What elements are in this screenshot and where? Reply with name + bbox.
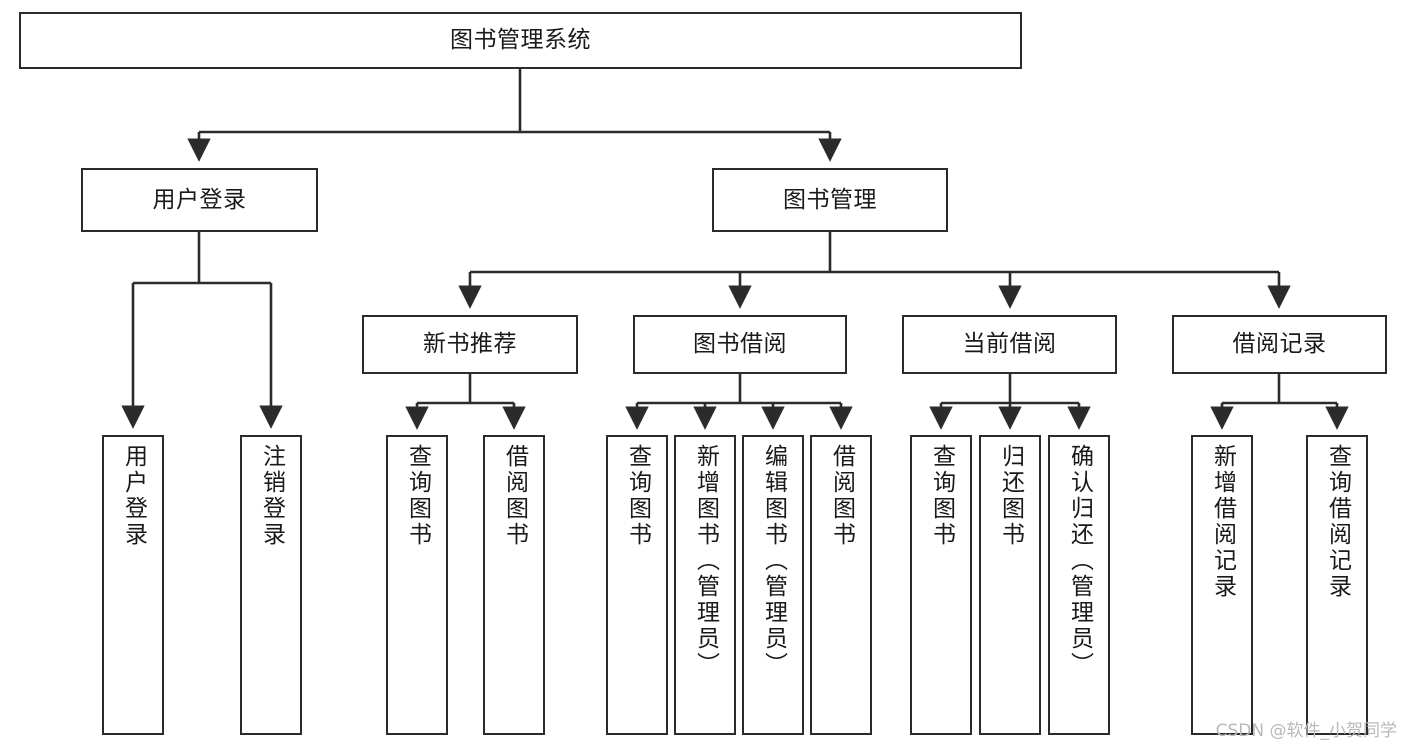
leaf-label: 新增图书（管理员） (692, 444, 719, 678)
leaf-label: 新增借阅记录 (1209, 444, 1236, 600)
node-new-book-recommend[interactable]: 新书推荐 (362, 315, 578, 374)
node-borrow-records[interactable]: 借阅记录 (1172, 315, 1387, 374)
leaf-user-login-signin[interactable]: 用户登录 (102, 435, 164, 735)
leaf-label: 查询借阅记录 (1324, 444, 1351, 600)
node-current-borrow[interactable]: 当前借阅 (902, 315, 1117, 374)
leaf-records-query[interactable]: 查询借阅记录 (1306, 435, 1368, 735)
leaf-label: 借阅图书 (501, 444, 528, 548)
leaf-label: 归还图书 (997, 444, 1024, 548)
leaf-borrow-add-book[interactable]: 新增图书（管理员） (674, 435, 736, 735)
leaf-label: 用户登录 (120, 444, 147, 548)
leaf-label: 查询图书 (928, 444, 955, 548)
node-book-management-label: 图书管理 (783, 186, 877, 213)
leaf-borrow-edit-book[interactable]: 编辑图书（管理员） (742, 435, 804, 735)
leaf-borrow-query-book[interactable]: 查询图书 (606, 435, 668, 735)
leaf-user-login-signout[interactable]: 注销登录 (240, 435, 302, 735)
leaf-borrow-borrow-book[interactable]: 借阅图书 (810, 435, 872, 735)
leaf-label: 确认归还（管理员） (1066, 444, 1093, 678)
leaf-current-confirm-return[interactable]: 确认归还（管理员） (1048, 435, 1110, 735)
leaf-new-books-query[interactable]: 查询图书 (386, 435, 448, 735)
leaf-label: 注销登录 (258, 444, 285, 548)
node-root-label: 图书管理系统 (450, 27, 591, 54)
leaf-new-books-borrow[interactable]: 借阅图书 (483, 435, 545, 735)
leaf-current-return-book[interactable]: 归还图书 (979, 435, 1041, 735)
node-current-borrow-label: 当前借阅 (962, 331, 1057, 358)
leaf-label: 编辑图书（管理员） (760, 444, 787, 678)
leaf-label: 查询图书 (404, 444, 431, 548)
node-user-login[interactable]: 用户登录 (81, 168, 318, 232)
leaf-current-query-book[interactable]: 查询图书 (910, 435, 972, 735)
node-user-login-label: 用户登录 (152, 186, 247, 213)
watermark: CSDN @软件_小贺同学 (1215, 721, 1397, 741)
node-new-book-recommend-label: 新书推荐 (423, 331, 517, 358)
node-book-borrow[interactable]: 图书借阅 (633, 315, 847, 374)
node-borrow-records-label: 借阅记录 (1232, 331, 1327, 358)
node-book-borrow-label: 图书借阅 (693, 331, 787, 358)
node-book-management[interactable]: 图书管理 (712, 168, 948, 232)
leaf-records-add[interactable]: 新增借阅记录 (1191, 435, 1253, 735)
leaf-label: 借阅图书 (828, 444, 855, 548)
leaf-label: 查询图书 (624, 444, 651, 548)
node-root[interactable]: 图书管理系统 (19, 12, 1022, 69)
